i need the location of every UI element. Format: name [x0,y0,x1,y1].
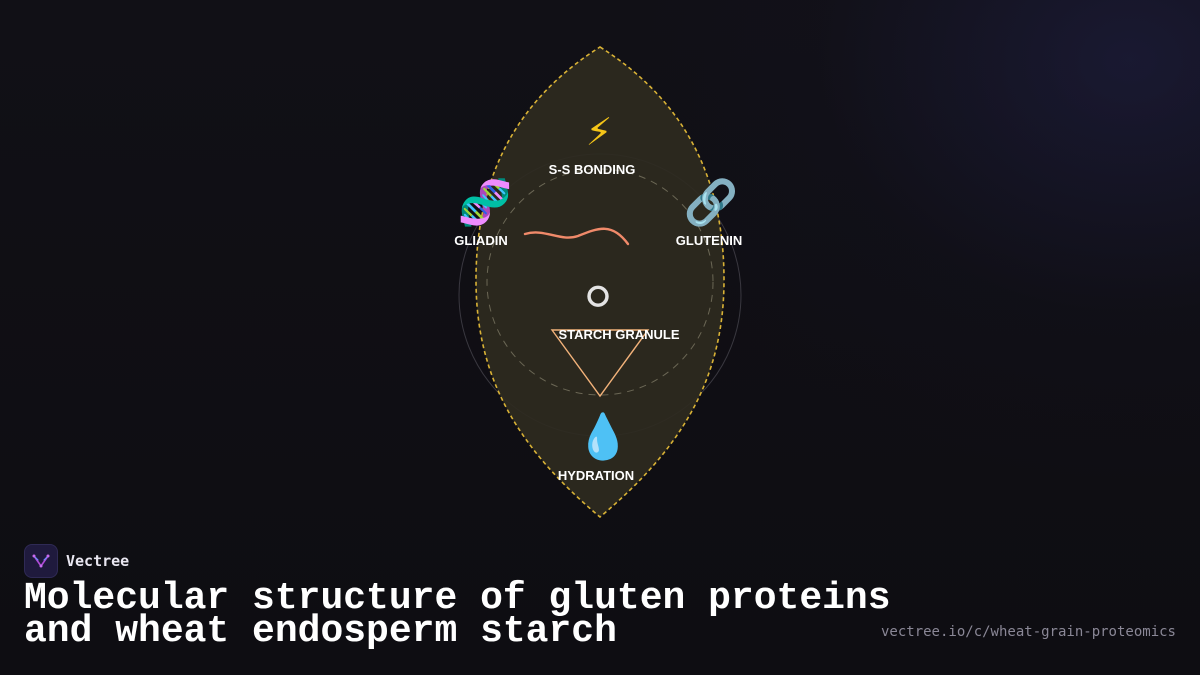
ss-bonding-label: S-S BONDING [549,162,636,177]
title-line-1: Molecular structure of gluten proteins [24,577,891,620]
white-circle-icon: ⚪ [579,271,618,323]
lightning-icon: ⚡ [586,112,613,154]
brand: Vectree [24,544,129,578]
protein-chain-wave [523,227,630,246]
hydration-label: HYDRATION [558,468,634,483]
gliadin-label: GLIADIN [454,233,507,248]
droplet-icon: 💧 [576,412,631,462]
title-line-2: and wheat endosperm starch [24,610,617,653]
glutenin-label: GLUTENIN [676,233,742,248]
dna-icon: 🧬 [458,176,513,229]
wheat-grain-outline [475,46,725,519]
inner-dashed-ring [486,168,714,396]
page-title: Molecular structure of gluten proteins a… [24,577,891,653]
starch-granule-label: STARCH GRANULE [558,327,679,342]
link-icon: 🔗 [684,176,739,229]
source-url: vectree.io/c/wheat-grain-proteomics [880,624,1176,640]
starch-triangle [550,329,650,398]
vectree-logo-icon [24,544,58,578]
brand-name: Vectree [66,552,130,570]
